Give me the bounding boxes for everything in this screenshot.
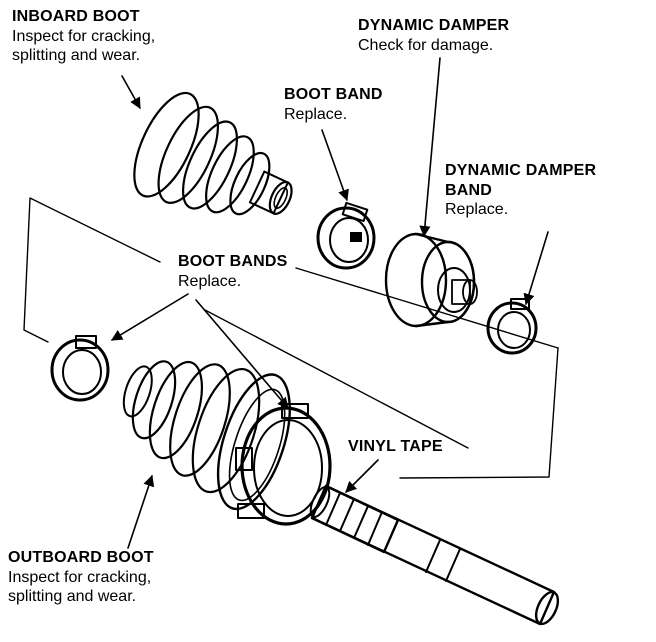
inboard-boot-line1: Inspect for cracking, (12, 27, 156, 45)
dynamic-damper-band-part (486, 298, 538, 355)
outboard-boot-line2: splitting and wear. (8, 588, 137, 606)
boot-bands-title: BOOT BANDS (178, 253, 288, 270)
inboard-boot-title: INBOARD BOOT (12, 8, 140, 25)
dynamic-damper-line1: Check for damage. (358, 36, 494, 54)
outboard-boot-label: OUTBOARD BOOT Inspect for cracking, spli… (8, 548, 154, 607)
vinyl-tape-title: VINYL TAPE (348, 438, 443, 455)
dynamic-damper-band-title2: BAND (445, 181, 493, 199)
inboard-boot-line2: splitting and wear. (12, 47, 141, 65)
boot-band-line1: Replace. (284, 105, 348, 123)
outboard-boot-line1: Inspect for cracking, (8, 568, 152, 586)
dynamic-damper-part (384, 232, 478, 328)
vinyl-tape-part (310, 484, 400, 554)
outboard-boot-part (122, 360, 291, 511)
boot-bands-label: BOOT BANDS Replace. (178, 252, 288, 291)
axle-shaft-part (309, 484, 560, 626)
outboard-small-band-part (50, 335, 110, 402)
dynamic-damper-title: DYNAMIC DAMPER (358, 17, 510, 34)
boot-band-label: BOOT BAND Replace. (284, 85, 383, 124)
outboard-large-band-part (235, 403, 332, 526)
boot-band-part (316, 201, 376, 270)
inboard-boot-label: INBOARD BOOT Inspect for cracking, split… (12, 7, 155, 66)
vinyl-tape-label: VINYL TAPE (348, 437, 443, 457)
inboard-boot-part (133, 91, 293, 216)
boot-band-title: BOOT BAND (284, 86, 383, 103)
dynamic-damper-label: DYNAMIC DAMPER Check for damage. (358, 16, 509, 55)
assembly-outline (23, 197, 559, 479)
boot-bands-line1: Replace. (178, 272, 242, 290)
dynamic-damper-band-label: DYNAMIC DAMPER BAND Replace. (445, 161, 596, 220)
leader-lines (111, 57, 549, 549)
dynamic-damper-band-title1: DYNAMIC DAMPER (445, 162, 597, 179)
outboard-boot-title: OUTBOARD BOOT (8, 549, 154, 566)
dynamic-damper-band-line1: Replace. (445, 201, 509, 219)
